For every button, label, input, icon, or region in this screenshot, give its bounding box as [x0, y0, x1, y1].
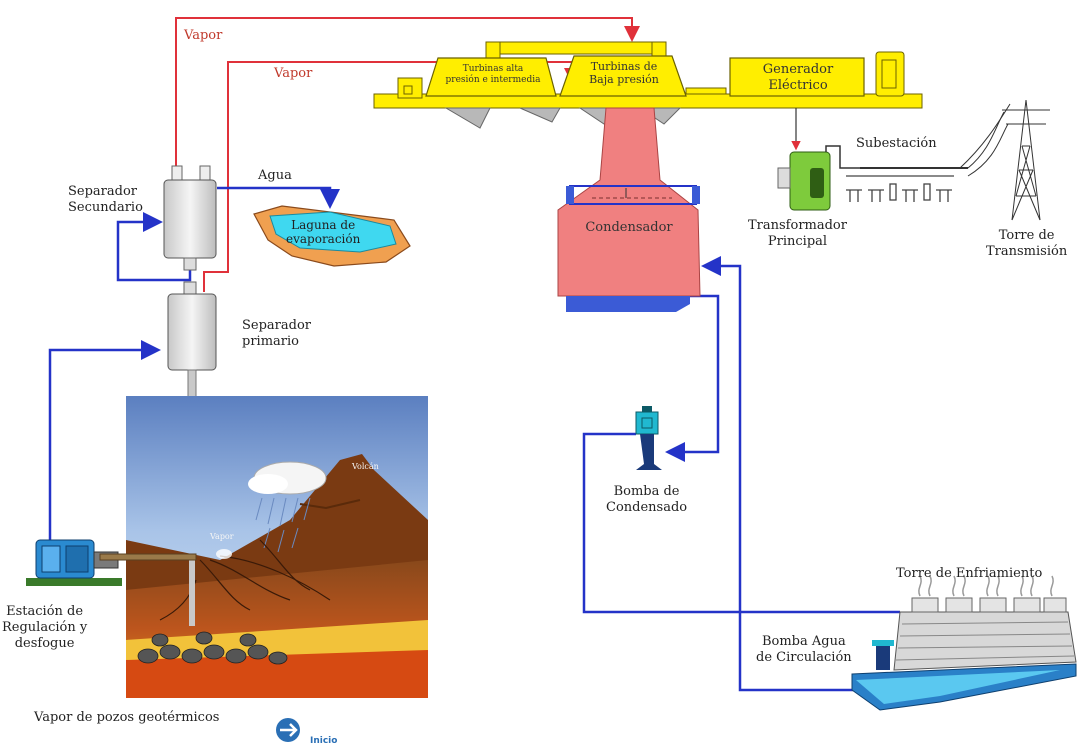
water-line-pump-to-tower	[582, 432, 900, 614]
secondary-separator	[163, 165, 217, 271]
label-vapor-pozos: Vapor de pozos geotérmicos	[34, 710, 220, 725]
inicio-label: Inicio	[310, 736, 338, 746]
label-bomba-agua: Bomba Agua de Circulación	[756, 634, 852, 665]
label-generador: Generador Eléctrico	[762, 62, 834, 93]
condensate-pump	[635, 406, 662, 470]
label-separador-secundario: Separador Secundario	[68, 184, 143, 215]
regulation-station	[26, 539, 197, 586]
label-vapor-1: Vapor	[184, 28, 223, 43]
water-line-to-lagoon	[217, 186, 340, 209]
label-transformador: Transformador Principal	[748, 218, 847, 249]
transmission-tower	[959, 99, 1050, 221]
label-torre-transmision: Torre de Transmisión	[986, 228, 1068, 259]
label-torre-enfriamiento: Torre de Enfriamiento	[896, 566, 1043, 581]
water-line-regulation-to-primary	[48, 340, 161, 560]
circulation-pump	[876, 644, 890, 670]
discharge-pipe	[99, 553, 197, 561]
label-condensador: Condensador	[585, 220, 673, 235]
water-line-circulation-to-condenser	[701, 256, 876, 692]
vapor-plumes	[918, 575, 1054, 597]
steam-puff	[216, 549, 232, 559]
geothermal-scene	[126, 396, 428, 698]
label-vapor-2: Vapor	[274, 66, 313, 81]
fan-stacks	[911, 597, 1067, 613]
label-turbinas-baja: Turbinas de Baja presión	[589, 60, 659, 86]
label-laguna: Laguna de evaporación	[286, 218, 361, 246]
rocks	[137, 631, 288, 665]
water-line-to-secondary-separator	[116, 212, 192, 282]
label-vapor-scene: Vapor	[210, 532, 234, 541]
label-subestacion: Subestación	[856, 136, 937, 151]
rain	[255, 497, 311, 553]
crossover-pipe	[485, 41, 667, 55]
evaporation-lagoon	[253, 205, 411, 267]
label-estacion: Estación de Regulación y desfogue	[2, 604, 88, 651]
substation	[777, 108, 968, 211]
water-line-condenser-to-pump	[665, 294, 720, 462]
generator	[729, 57, 865, 97]
turbine-deck	[373, 41, 923, 129]
lp-turbine	[559, 55, 687, 97]
label-agua: Agua	[258, 168, 292, 183]
cooling-tower	[851, 575, 1077, 711]
water-lines	[48, 186, 900, 692]
inicio-button-icon	[276, 718, 300, 742]
label-turbinas-alta: Turbinas alta presión e intermedia	[445, 64, 541, 85]
label-bomba-condensado: Bomba de Condensado	[606, 484, 688, 515]
hp-turbine	[425, 57, 557, 97]
inicio-button[interactable]: Inicio	[272, 720, 352, 750]
label-volcan: Volcán	[352, 462, 379, 471]
condenser	[557, 107, 701, 312]
steam-line-to-hp-turbine	[175, 17, 640, 180]
label-separador-primario: Separador primario	[242, 318, 311, 349]
